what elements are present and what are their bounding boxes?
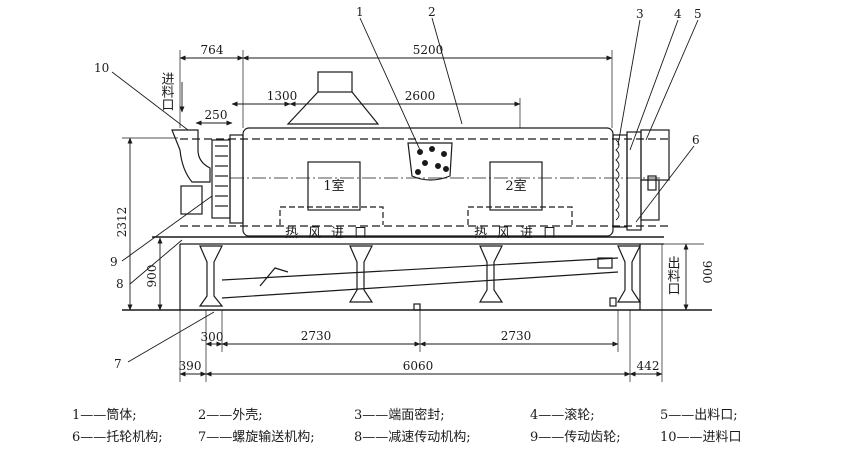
end-ring-left bbox=[229, 134, 244, 224]
outer-shell bbox=[242, 127, 614, 237]
room-1-label: 1室 bbox=[323, 178, 344, 194]
motor-box bbox=[180, 185, 203, 215]
legend-item-3: 3——端面密封; bbox=[354, 407, 445, 423]
material-window bbox=[407, 142, 453, 181]
callout-4: 4 bbox=[674, 7, 682, 21]
dim-300: 300 bbox=[201, 330, 224, 344]
dim-1300: 1300 bbox=[267, 89, 298, 103]
legend-item-5: 5——出料口; bbox=[660, 408, 738, 423]
callout-3: 3 bbox=[636, 7, 644, 21]
hot-air-inlet-1: 热风进口 bbox=[285, 226, 377, 241]
callout-6: 6 bbox=[692, 133, 700, 147]
callout-2: 2 bbox=[428, 5, 436, 19]
dimension-values: 764 5200 250 1300 2600 2312 900 900 300 … bbox=[115, 43, 714, 373]
dim-2730-a: 2730 bbox=[301, 329, 332, 343]
inlet-chute bbox=[171, 129, 211, 183]
screw-conveyor-top bbox=[221, 257, 619, 281]
dim-250: 250 bbox=[205, 108, 228, 122]
dim-764: 764 bbox=[201, 43, 224, 57]
legend-item-7: 7——螺旋输送机构; bbox=[198, 429, 315, 445]
callout-10: 10 bbox=[94, 61, 109, 75]
legend-item-4: 4——滚轮; bbox=[530, 407, 595, 423]
room-1-box bbox=[307, 161, 361, 211]
roller-flange bbox=[626, 131, 642, 231]
part-labels: 进料口 出料口 1室 2室 热风进口 热风进口 bbox=[159, 72, 681, 295]
legend-item-2: 2——外壳; bbox=[198, 408, 263, 423]
hot-air-duct-2 bbox=[467, 206, 573, 225]
dim-2600: 2600 bbox=[405, 89, 436, 103]
support-leg-3 bbox=[478, 245, 504, 303]
dim-900-right: 900 bbox=[700, 261, 714, 284]
dim-2312: 2312 bbox=[115, 207, 129, 238]
legend-item-1: 1——筒体; bbox=[72, 407, 137, 423]
top-hopper bbox=[286, 91, 380, 125]
end-seal-right bbox=[612, 134, 628, 228]
legend: 1——筒体; 2——外壳; 3——端面密封; 4——滚轮; 5——出料口; 6—… bbox=[72, 407, 742, 445]
room-2-box bbox=[489, 161, 543, 211]
legend-item-10: 10——进料口 bbox=[660, 430, 742, 445]
hot-air-duct-1 bbox=[279, 206, 384, 225]
legend-item-6: 6——托轮机构; bbox=[72, 430, 163, 445]
dim-442: 442 bbox=[637, 359, 660, 373]
support-leg-1 bbox=[198, 245, 224, 307]
support-leg-4 bbox=[616, 245, 642, 303]
dim-5200: 5200 bbox=[413, 43, 444, 57]
screw-conveyor-bottom bbox=[221, 271, 619, 299]
legend-item-8: 8——减速传动机构; bbox=[354, 430, 471, 445]
callout-5: 5 bbox=[694, 7, 702, 21]
outlet-box bbox=[640, 129, 670, 181]
outlet-lower bbox=[640, 179, 660, 221]
machine-outline bbox=[122, 71, 712, 311]
callout-7: 7 bbox=[114, 357, 122, 371]
top-hopper-collar bbox=[317, 71, 353, 93]
dim-900-left: 900 bbox=[145, 265, 159, 288]
callout-leaders bbox=[111, 17, 699, 363]
support-leg-2 bbox=[348, 245, 374, 303]
dim-2730-b: 2730 bbox=[501, 329, 532, 343]
inlet-label: 进料口 bbox=[159, 72, 175, 111]
outlet-label: 出料口 bbox=[665, 256, 681, 295]
callout-9: 9 bbox=[110, 255, 118, 269]
hot-air-inlet-2: 热风进口 bbox=[474, 226, 566, 241]
room-2-label: 2室 bbox=[505, 178, 526, 194]
dim-390: 390 bbox=[179, 359, 202, 373]
callout-numbers: 1 2 3 4 5 6 7 8 9 10 bbox=[94, 5, 702, 371]
callout-1: 1 bbox=[356, 5, 364, 19]
legend-item-9: 9——传动齿轮; bbox=[530, 430, 621, 445]
dimension-lines bbox=[122, 50, 704, 382]
dim-6060: 6060 bbox=[403, 359, 434, 373]
callout-8: 8 bbox=[116, 277, 124, 291]
